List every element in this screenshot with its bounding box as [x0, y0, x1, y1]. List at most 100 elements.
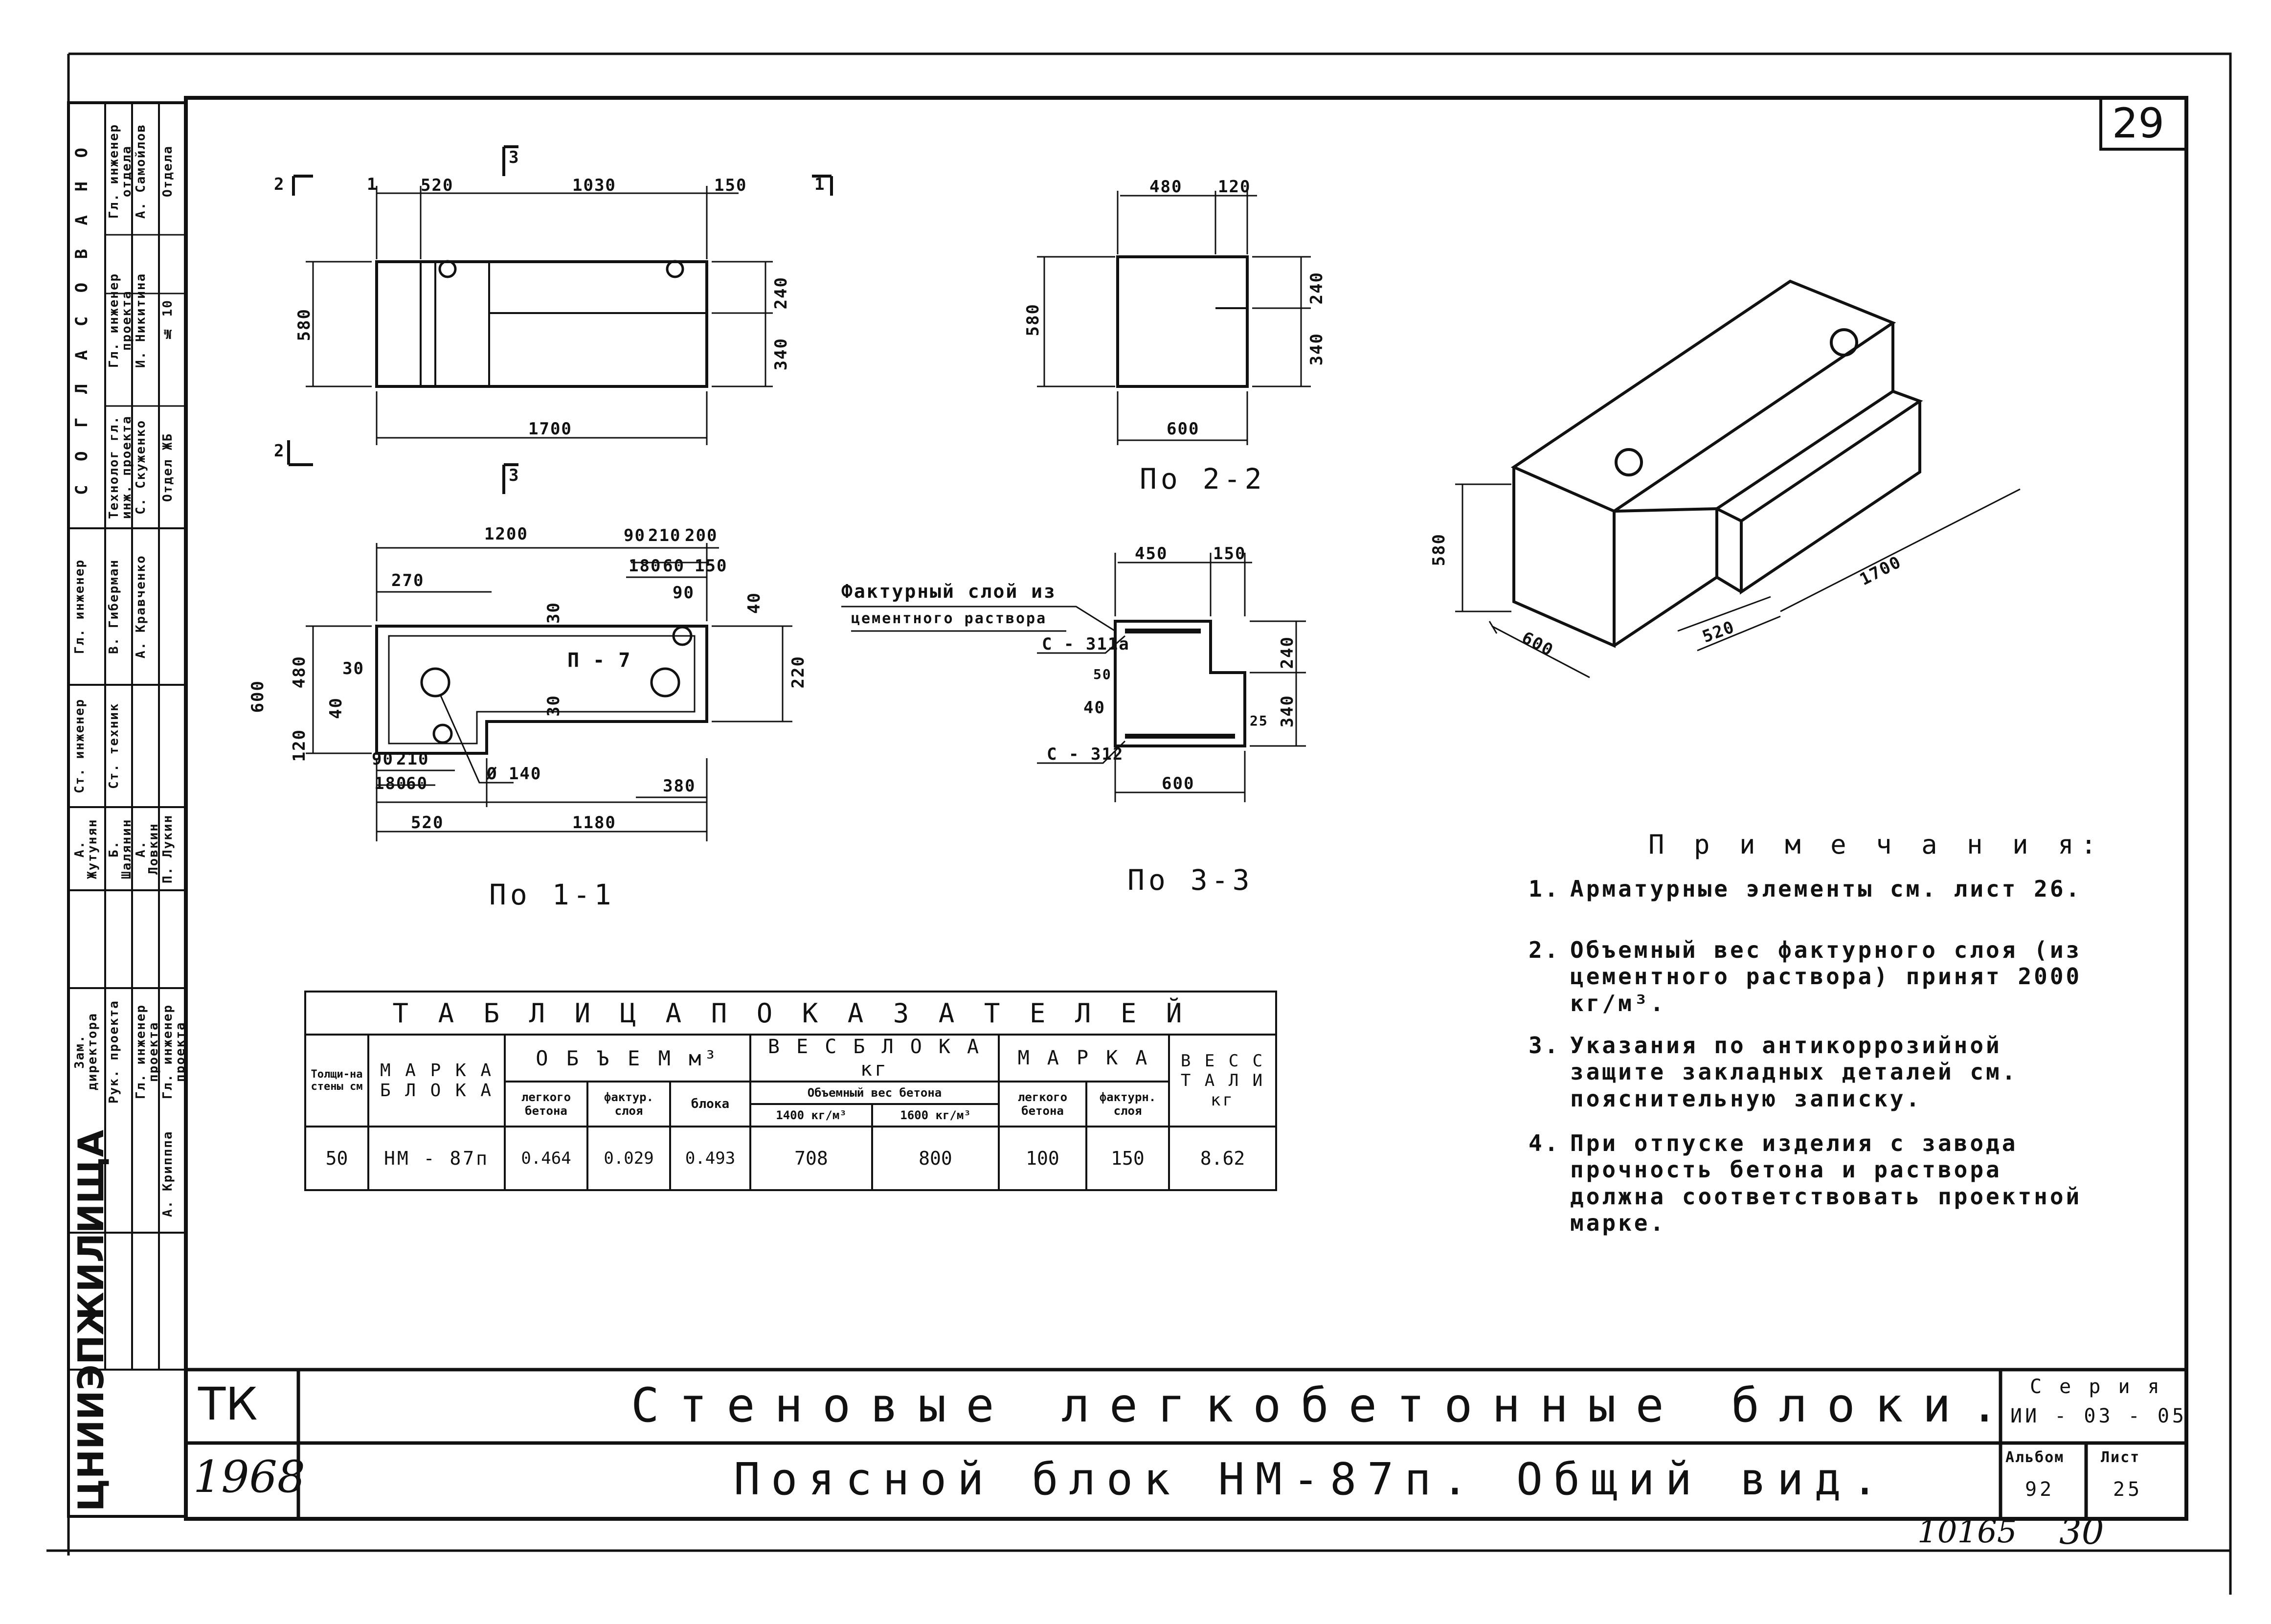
tb-series-value: ИИ - 03 - 05 — [2010, 1405, 2187, 1427]
dim-label: 580 — [1429, 533, 1449, 566]
stamp-staff-name: А. Крипппа — [160, 1130, 175, 1218]
dim-label: 240 — [1307, 271, 1327, 305]
header-mark-layer: фактурн. слоя — [1085, 1081, 1170, 1128]
note-number: 1. — [1529, 876, 1561, 902]
tb-code: ТК — [198, 1378, 258, 1430]
dim-label: 25 — [1250, 713, 1268, 729]
sheet-number: 29 — [2112, 99, 2164, 147]
section-mark: 3 — [509, 466, 520, 485]
header-mark-light: легкого бетона — [998, 1081, 1087, 1128]
table-cell: 8.62 — [1168, 1126, 1277, 1191]
stamp-name: С. Скуженко — [134, 419, 148, 515]
dim-label: 600 — [1162, 774, 1195, 793]
dim-label: 520 — [411, 813, 444, 833]
view11-outline — [375, 625, 708, 755]
dim-label: 1200 — [484, 524, 528, 544]
stamp-dept: Отдела — [160, 145, 175, 197]
dim-label: 60 — [406, 774, 428, 793]
view-caption: По 2-2 — [1140, 462, 1266, 496]
dim-label: 90 — [673, 583, 695, 603]
tb-sheet-label: Лист — [2101, 1449, 2140, 1466]
dim-label: 40 — [326, 697, 346, 719]
table-title: Т А Б Л И Ц А П О К А З А Т Е Л Е Й — [304, 991, 1277, 1036]
section-mark: 3 — [509, 148, 520, 167]
dim-label: 1700 — [528, 419, 572, 439]
dim-label: 340 — [1307, 333, 1327, 366]
header-volume: О Б Ъ Е М м³ — [504, 1034, 751, 1083]
dim-label: 40 — [1083, 698, 1105, 718]
dim-label: 60 — [663, 556, 685, 576]
view-caption: По 3-3 — [1127, 863, 1254, 897]
tb-album-value: 92 — [2025, 1478, 2055, 1501]
view33-outline — [1114, 620, 1246, 747]
dim-label: 340 — [1278, 695, 1297, 728]
note-text: Арматурные элементы см. лист 26. — [1570, 876, 2082, 902]
dim-label: 270 — [391, 571, 425, 590]
dim-label: 1030 — [572, 176, 616, 195]
header-volume-layer: фактур. слоя — [586, 1081, 671, 1128]
header-weight-1600: 1600 кг/м³ — [871, 1103, 1000, 1128]
dim-label: 150 — [695, 556, 728, 576]
tb-sheet-value: 25 — [2113, 1478, 2143, 1501]
top-view-outline — [375, 260, 708, 388]
tb-series-label: С е р и я — [2030, 1376, 2162, 1398]
note-text: При отпуске изделия с завода прочность б… — [1570, 1130, 2082, 1236]
stamp-role: Гл. инженер отдела — [107, 123, 134, 219]
dim-label: 120 — [290, 729, 309, 762]
section-mark: 1 — [367, 175, 378, 194]
header-weight-1400: 1400 кг/м³ — [749, 1103, 873, 1128]
stamp-role: Гл. инженер проекта — [107, 272, 134, 368]
handwritten-number: 10165 — [1917, 1514, 2017, 1550]
outer-frame — [68, 52, 2232, 1595]
dim-label: 240 — [1278, 636, 1297, 669]
handwritten-page: 30 — [2059, 1511, 2104, 1552]
header-wall-thickness: Толщи-на стены см — [304, 1034, 369, 1128]
table-cell: 50 — [304, 1126, 369, 1191]
stamp-staff-role: Гл. инженер проекта — [160, 1004, 188, 1100]
tb-title: Стеновые легкобетонные блоки. — [631, 1378, 2019, 1433]
dim-label: 180 — [629, 556, 662, 576]
dim-label: 480 — [290, 655, 309, 689]
stamp-staff-role: Зам. директора — [72, 1013, 100, 1091]
stamp-staff-role: Гл. инженер — [72, 559, 87, 654]
table-cell: НМ - 87п — [367, 1126, 506, 1191]
header-steel: В Е С С Т А Л И кг — [1168, 1034, 1277, 1128]
stamp-role: Технолог гл. инж. проекта — [107, 415, 134, 519]
note-number: 3. — [1529, 1032, 1561, 1059]
stamp-staff-name: А. Ловкин — [134, 823, 161, 875]
view-caption: По 1-1 — [489, 878, 615, 911]
section-mark: 2 — [274, 441, 285, 461]
dim-label: 450 — [1135, 544, 1168, 564]
dim-label: 340 — [771, 338, 791, 371]
dim-label: 220 — [788, 655, 808, 689]
stamp-staff-role: Ст. инженер — [72, 698, 87, 794]
stamp-name: И. Никитина — [134, 272, 148, 368]
note-text: Объемный вес фактурного слоя (из цементн… — [1570, 937, 2082, 1016]
stamp-staff-name: В. Гиберман — [107, 559, 121, 654]
stamp-staff-role: Ст. техник — [107, 702, 121, 789]
tb-album-label: Альбом — [2005, 1449, 2065, 1466]
header-block-mark: М А Р К А Б Л О К А — [367, 1034, 506, 1128]
header-weight-sub: Объемный вес бетона — [749, 1081, 1000, 1105]
stamp-agreed-title: С О Г Л А С О В А Н О — [72, 141, 91, 495]
section-mark: 1 — [814, 175, 826, 194]
dim-label: 180 — [374, 774, 407, 793]
table-cell: 100 — [998, 1126, 1087, 1191]
header-volume-light: легкого бетона — [504, 1081, 588, 1128]
stamp-frame — [67, 101, 187, 1518]
view22-outline — [1116, 255, 1249, 388]
header-mark: М А Р К А — [998, 1034, 1170, 1083]
layer-label: цементного раствора — [851, 610, 1047, 627]
dim-label: 600 — [248, 680, 268, 713]
stamp-staff-name: А. Кравченко — [134, 555, 148, 658]
tb-subtitle: Поясной блок НМ-87п. Общий вид. — [734, 1454, 1889, 1505]
table-cell: 0.029 — [586, 1126, 671, 1191]
dim-label: 50 — [1093, 666, 1112, 682]
dim-label: 30 — [544, 602, 563, 624]
stamp-staff-name: Б. Шалянин — [107, 818, 134, 879]
dim-label: 90 — [624, 526, 646, 545]
part-mark: С - 311а — [1042, 634, 1130, 654]
dim-label: 520 — [421, 176, 454, 195]
